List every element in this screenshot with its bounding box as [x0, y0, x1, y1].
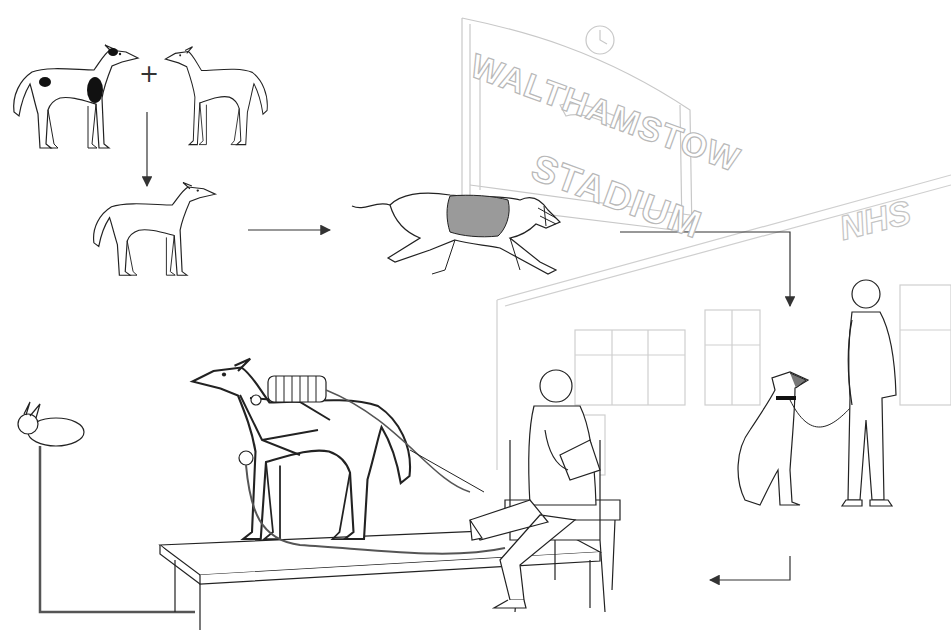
standing-man: [842, 500, 892, 506]
racing-greyhound: [538, 206, 556, 226]
spotted-greyhound: [39, 77, 51, 87]
stadium-sign: [586, 26, 614, 54]
treadmill-greyhound: [240, 395, 330, 455]
treadmill: [160, 545, 200, 584]
building-sign: NHS: [836, 195, 914, 245]
greyhound: [165, 47, 267, 145]
arrow: [710, 556, 790, 580]
hospital-building: [900, 285, 951, 405]
greyhound: [165, 47, 267, 145]
seated-man: [545, 430, 568, 470]
tube: [246, 465, 505, 554]
standing-man: [848, 320, 852, 405]
tube: [40, 446, 195, 612]
hospital-building: [575, 330, 685, 405]
arrow: [146, 112, 147, 186]
seated-man: [540, 370, 572, 402]
treadmill: [200, 552, 600, 584]
rabbit: [18, 402, 84, 446]
treadmill-greyhound: [251, 395, 261, 405]
sitting-greyhound: [776, 396, 796, 400]
sitting-greyhound: [738, 372, 808, 505]
racing-greyhound: [352, 193, 560, 274]
spotted-greyhound: [14, 45, 138, 148]
racing-greyhound: [352, 204, 390, 208]
hospital-building: [900, 329, 951, 330]
seated-man: [470, 370, 600, 608]
plus-sign: +: [139, 62, 159, 86]
hospital-building: [705, 310, 760, 405]
arrow: [620, 232, 790, 306]
puppy-greyhound: [94, 183, 216, 276]
spotted-greyhound: [87, 77, 103, 103]
treadmill-greyhound: [268, 376, 326, 402]
stadium-sign: [600, 30, 607, 44]
spotted-greyhound: [14, 45, 138, 148]
treadmill-greyhound: [193, 359, 411, 539]
treadmill-greyhound: [193, 359, 411, 539]
standing-man: [852, 280, 880, 308]
hospital-building: [705, 310, 760, 405]
rabbit: [18, 414, 38, 434]
arrow: [248, 229, 330, 230]
sitting-greyhound: [790, 373, 806, 388]
tube: [326, 390, 470, 492]
standing-man: [848, 312, 896, 500]
standing-man: [842, 280, 896, 506]
seated-man: [560, 440, 600, 480]
leash: [790, 400, 852, 427]
hospital-building: [575, 330, 685, 405]
treadmill-greyhound: [239, 451, 253, 465]
racing-greyhound: [388, 193, 560, 274]
rabbit: [24, 402, 40, 418]
sitting-greyhound: [738, 372, 808, 505]
leash: [410, 450, 484, 492]
puppy-greyhound: [94, 183, 216, 276]
treadmill-greyhound: [276, 376, 316, 402]
seated-man: [470, 520, 526, 608]
sign-text: WALTHAMSTOW: [466, 48, 744, 177]
seated-man: [470, 500, 575, 600]
spotted-greyhound: [108, 48, 118, 56]
racing-greyhound: [432, 238, 520, 274]
racing-greyhound: [447, 195, 509, 237]
